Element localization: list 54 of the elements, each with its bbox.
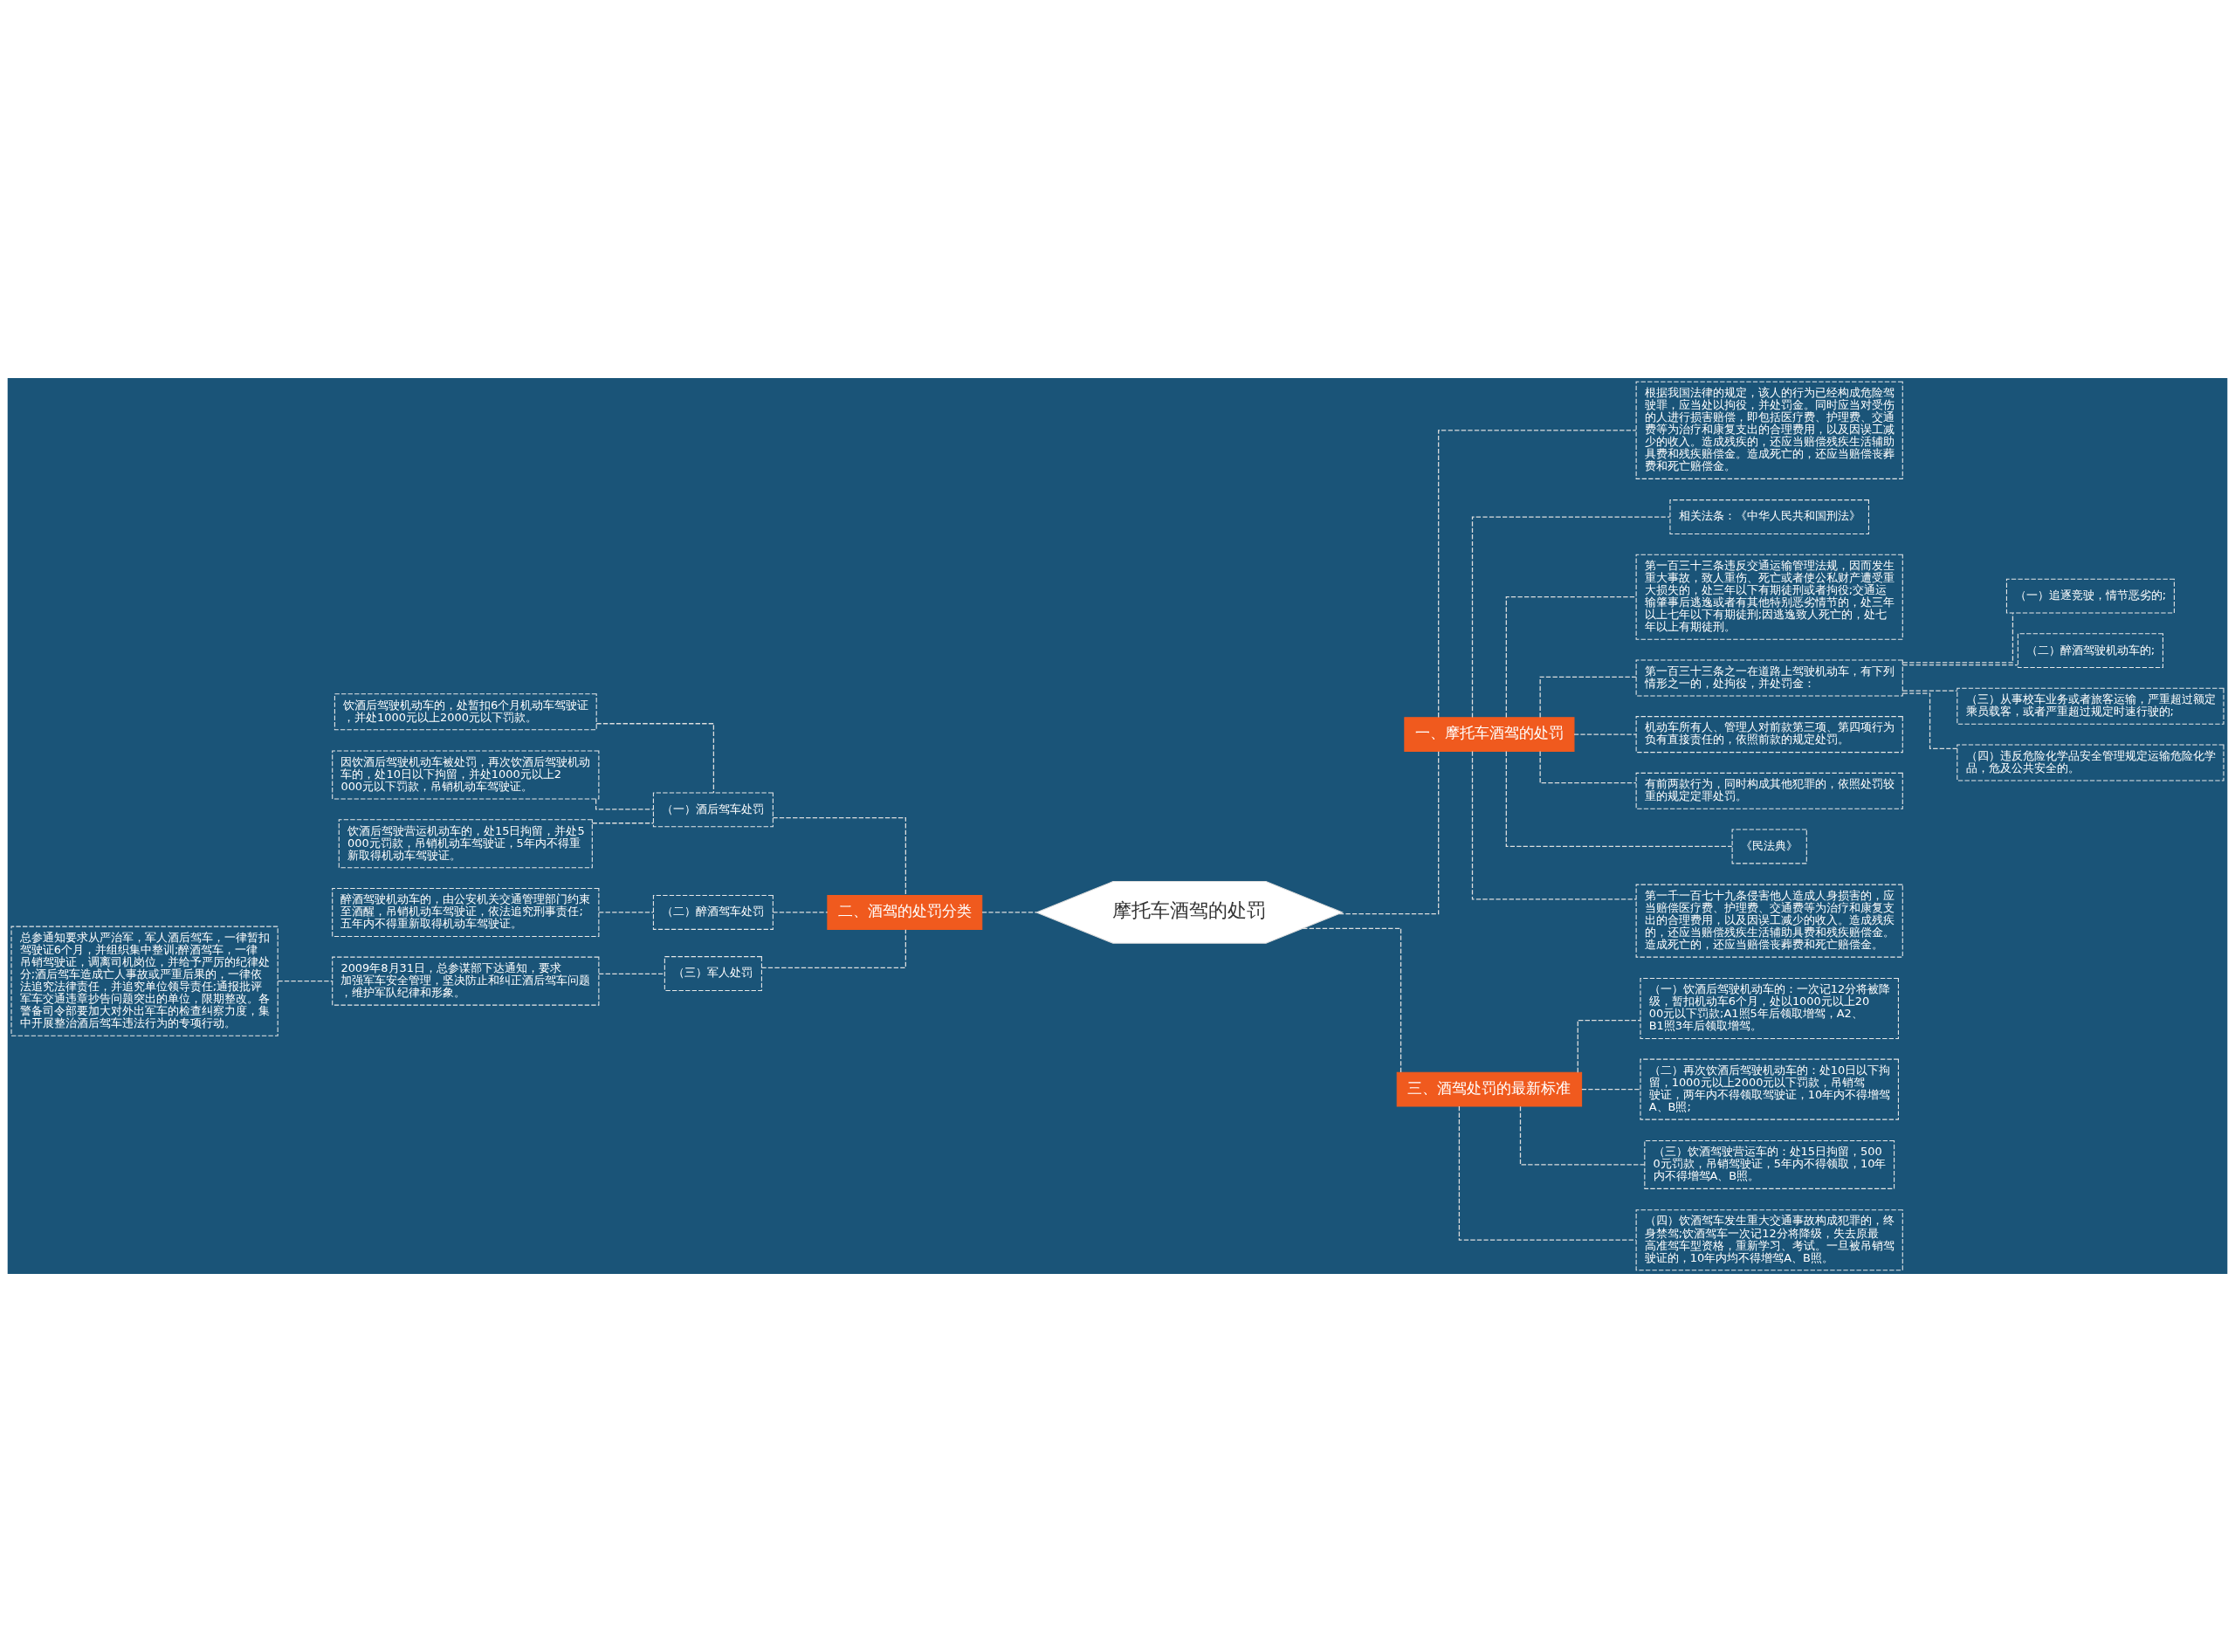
node-box: 总参通知要求从严治军，军人酒后驾车，一律暂扣驾驶证6个月，并组织集中整训;醉酒驾车，一律吊销驾驶证，调离司机岗位，并给予严厉的纪律处分;酒后驾车造成亡人事故或严重后果的，一律依法追究法律责任，并追究单位领导责任;通报批评军车交通违章抄告问题突出的单位，限期整改。各警备司令部要加大对外出军车的检查纠察力度，集中开展整治酒后驾车违法行为的专项行动。: [10, 926, 279, 1036]
connector: [591, 823, 654, 824]
node-box: （二）醉酒驾驶机动车的;: [2017, 633, 2163, 669]
node-box: （三）军人处罚: [664, 956, 762, 991]
node-box: （二）醉酒驾车处罚: [652, 895, 774, 930]
connector: [595, 723, 715, 794]
connector: [1539, 676, 1637, 719]
connector: [1577, 1020, 1641, 1073]
connector: [1901, 690, 1958, 692]
connector: [1901, 664, 2018, 666]
node-box: 第一百三十三条违反交通运输管理法规，因而发生重大事故，致人重伤、死亡或者使公私财产遭受重大损失的，处三年以下有期徒刑或者拘役;交通运输肇事后逃逸或者有其他特别恶劣情节的，处三年以上七年以下有期徒刑;因逃逸致人死亡的，处七年以上有期徒刑。: [1635, 554, 1903, 640]
node-box: 2009年8月31日，总参谋部下达通知，要求加强军车安全管理，坚决防止和纠正酒后驾车问题，维护军队纪律和形象。: [332, 956, 600, 1006]
node-box: 《民法典》: [1731, 829, 1807, 864]
node-box: （三）饮酒驾驶营运车的：处15日拘留，5000元罚款，吊销驾驶证，5年内不得领取，10年内不得增驾A、B照。: [1644, 1139, 1895, 1189]
node-box: 二、酒驾的处罚分类: [827, 895, 983, 930]
connector: [598, 973, 665, 974]
connector: [1901, 612, 2014, 664]
connector: [598, 912, 654, 913]
node-box: 醉酒驾驶机动车的，由公安机关交通管理部门约束至酒醒，吊销机动车驾驶证，依法追究刑事责任;五年内不得重新取得机动车驾驶证。: [332, 887, 600, 937]
connector: [1519, 1105, 1646, 1166]
node-box: 饮酒后驾驶营运机动车的，处15日拘留，并处5000元罚款，吊销机动车驾驶证，5年内不得重新取得机动车驾驶证。: [338, 819, 593, 869]
node-box: 相关法条：《中华人民共和国刑法》: [1669, 499, 1869, 534]
connector: [277, 981, 334, 982]
connector: [1438, 430, 1637, 719]
node-box: 机动车所有人、管理人对前款第三项、第四项行为负有直接责任的，依照前款的规定处罚。: [1635, 716, 1903, 754]
connector: [772, 912, 829, 913]
connector: [760, 929, 906, 968]
connector: [981, 912, 1037, 913]
node-box: 第一千一百七十九条侵害他人造成人身损害的，应当赔偿医疗费、护理费、交通费等为治疗和康复支出的合理费用，以及因误工减少的收入。造成残疾的，还应当赔偿残疾生活辅助具费和残疾赔偿金。造成死亡的，还应当赔偿丧葬费和死亡赔偿金。: [1635, 884, 1903, 958]
node-box: （一）追逐竞驶，情节恶劣的;: [2005, 578, 2175, 614]
connector: [1302, 927, 1402, 1073]
node-box: 饮酒后驾驶机动车的，处暂扣6个月机动车驾驶证，并处1000元以上2000元以下罚款。: [334, 693, 597, 731]
node-box: （四）违反危险化学品安全管理规定运输危险化学品，危及公共安全的。: [1956, 744, 2225, 781]
connector: [1471, 750, 1637, 900]
connector: [772, 816, 906, 896]
node-box: 根据我国法律的规定，该人的行为已经构成危险驾驶罪，应当处以拘役，并处罚金。同时应当对受伤的人进行损害赔偿，即包括医疗费、护理费、交通费等为治疗和康复支出的合理费用，以及因误工减少的收入。造成残疾的，还应当赔偿残疾生活辅助具费和残疾赔偿金。造成死亡的，还应当赔偿丧葬费和死亡赔偿金。: [1635, 381, 1903, 479]
connector: [1539, 750, 1637, 784]
connector: [1581, 1089, 1641, 1091]
connector: [1458, 1105, 1637, 1241]
node-box: （四）饮酒驾车发生重大交通事故构成犯罪的，终身禁驾;饮酒驾车一次记12分将降级，失去原最高准驾车型资格，重新学习、考试。一旦被吊销驾驶证的，10年内均不得增驾A、B照。: [1635, 1209, 1903, 1271]
node-box: （一）酒后驾车处罚: [652, 792, 774, 828]
node-box: 一、摩托车酒驾的处罚: [1404, 717, 1575, 753]
connector: [1505, 596, 1637, 719]
node-box: 有前两款行为，同时构成其他犯罪的，依照处罚较重的规定定罪处罚。: [1635, 772, 1903, 809]
node-box: 三、酒驾处罚的最新标准: [1396, 1071, 1583, 1107]
node-box: 因饮酒后驾驶机动车被处罚，再次饮酒后驾驶机动车的，处10日以下拘留，并处1000元以上2000元以下罚款，吊销机动车驾驶证。: [332, 750, 600, 800]
connector: [595, 798, 654, 810]
node-box: （三）从事校车业务或者旅客运输，严重超过额定乘员载客，或者严重超过规定时速行驶的;: [1956, 687, 2225, 725]
connector: [1573, 733, 1637, 735]
connector: [1505, 750, 1733, 848]
node-box: （二）再次饮酒后驾驶机动车的：处10日以下拘留，1000元以上2000元以下罚款，吊销驾驶证，两年内不得领取驾驶证，10年内不得增驾A、B照;: [1640, 1058, 1899, 1120]
connector: [1338, 751, 1440, 915]
node-box: （一）饮酒后驾驶机动车的：一次记12分将被降级，暂扣机动车6个月，处以1000元以上2000元以下罚款;A1照5年后领取增驾，A2、B1照3年后领取增驾。: [1640, 977, 1899, 1039]
node-box: 第一百三十三条之一在道路上驾驶机动车，有下列情形之一的，处拘役，并处罚金：: [1635, 659, 1903, 697]
